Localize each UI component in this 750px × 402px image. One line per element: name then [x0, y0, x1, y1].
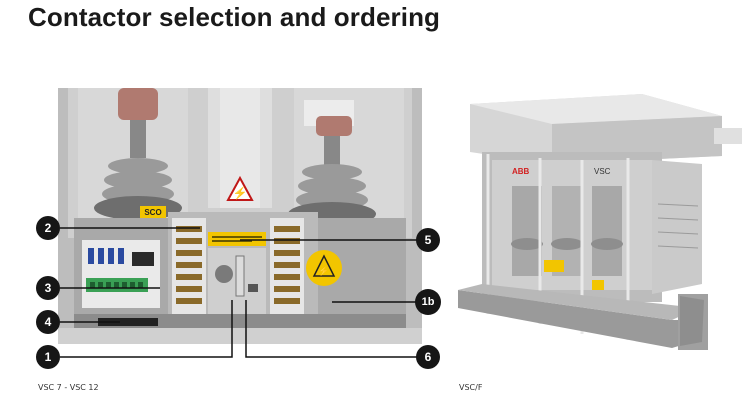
callout-6: 6 [416, 345, 440, 369]
svg-text:⚡: ⚡ [318, 265, 329, 277]
callout-1b: 1b [415, 289, 441, 315]
contactor-photo-vsc-f: ABB VSC [458, 94, 742, 350]
callout-4: 4 [36, 310, 60, 334]
vsc-model-text: VSC [594, 167, 611, 176]
abb-logo-text: ABB [512, 167, 530, 176]
page-title: Contactor selection and ordering [28, 2, 441, 32]
callout-2: 2 [36, 216, 60, 240]
sco-label: SCO [144, 208, 161, 217]
callout-1: 1 [36, 345, 60, 369]
caption-vsc7-vsc12: VSC 7 - VSC 12 [38, 383, 99, 392]
callout-3: 3 [36, 276, 60, 300]
caption-vsc-f: VSC/F [459, 383, 483, 392]
svg-text:⚡: ⚡ [233, 186, 248, 200]
callout-5: 5 [416, 228, 440, 252]
contactor-photo-vsc7-vsc12: ⚡ SCO ⚡ [58, 88, 422, 344]
